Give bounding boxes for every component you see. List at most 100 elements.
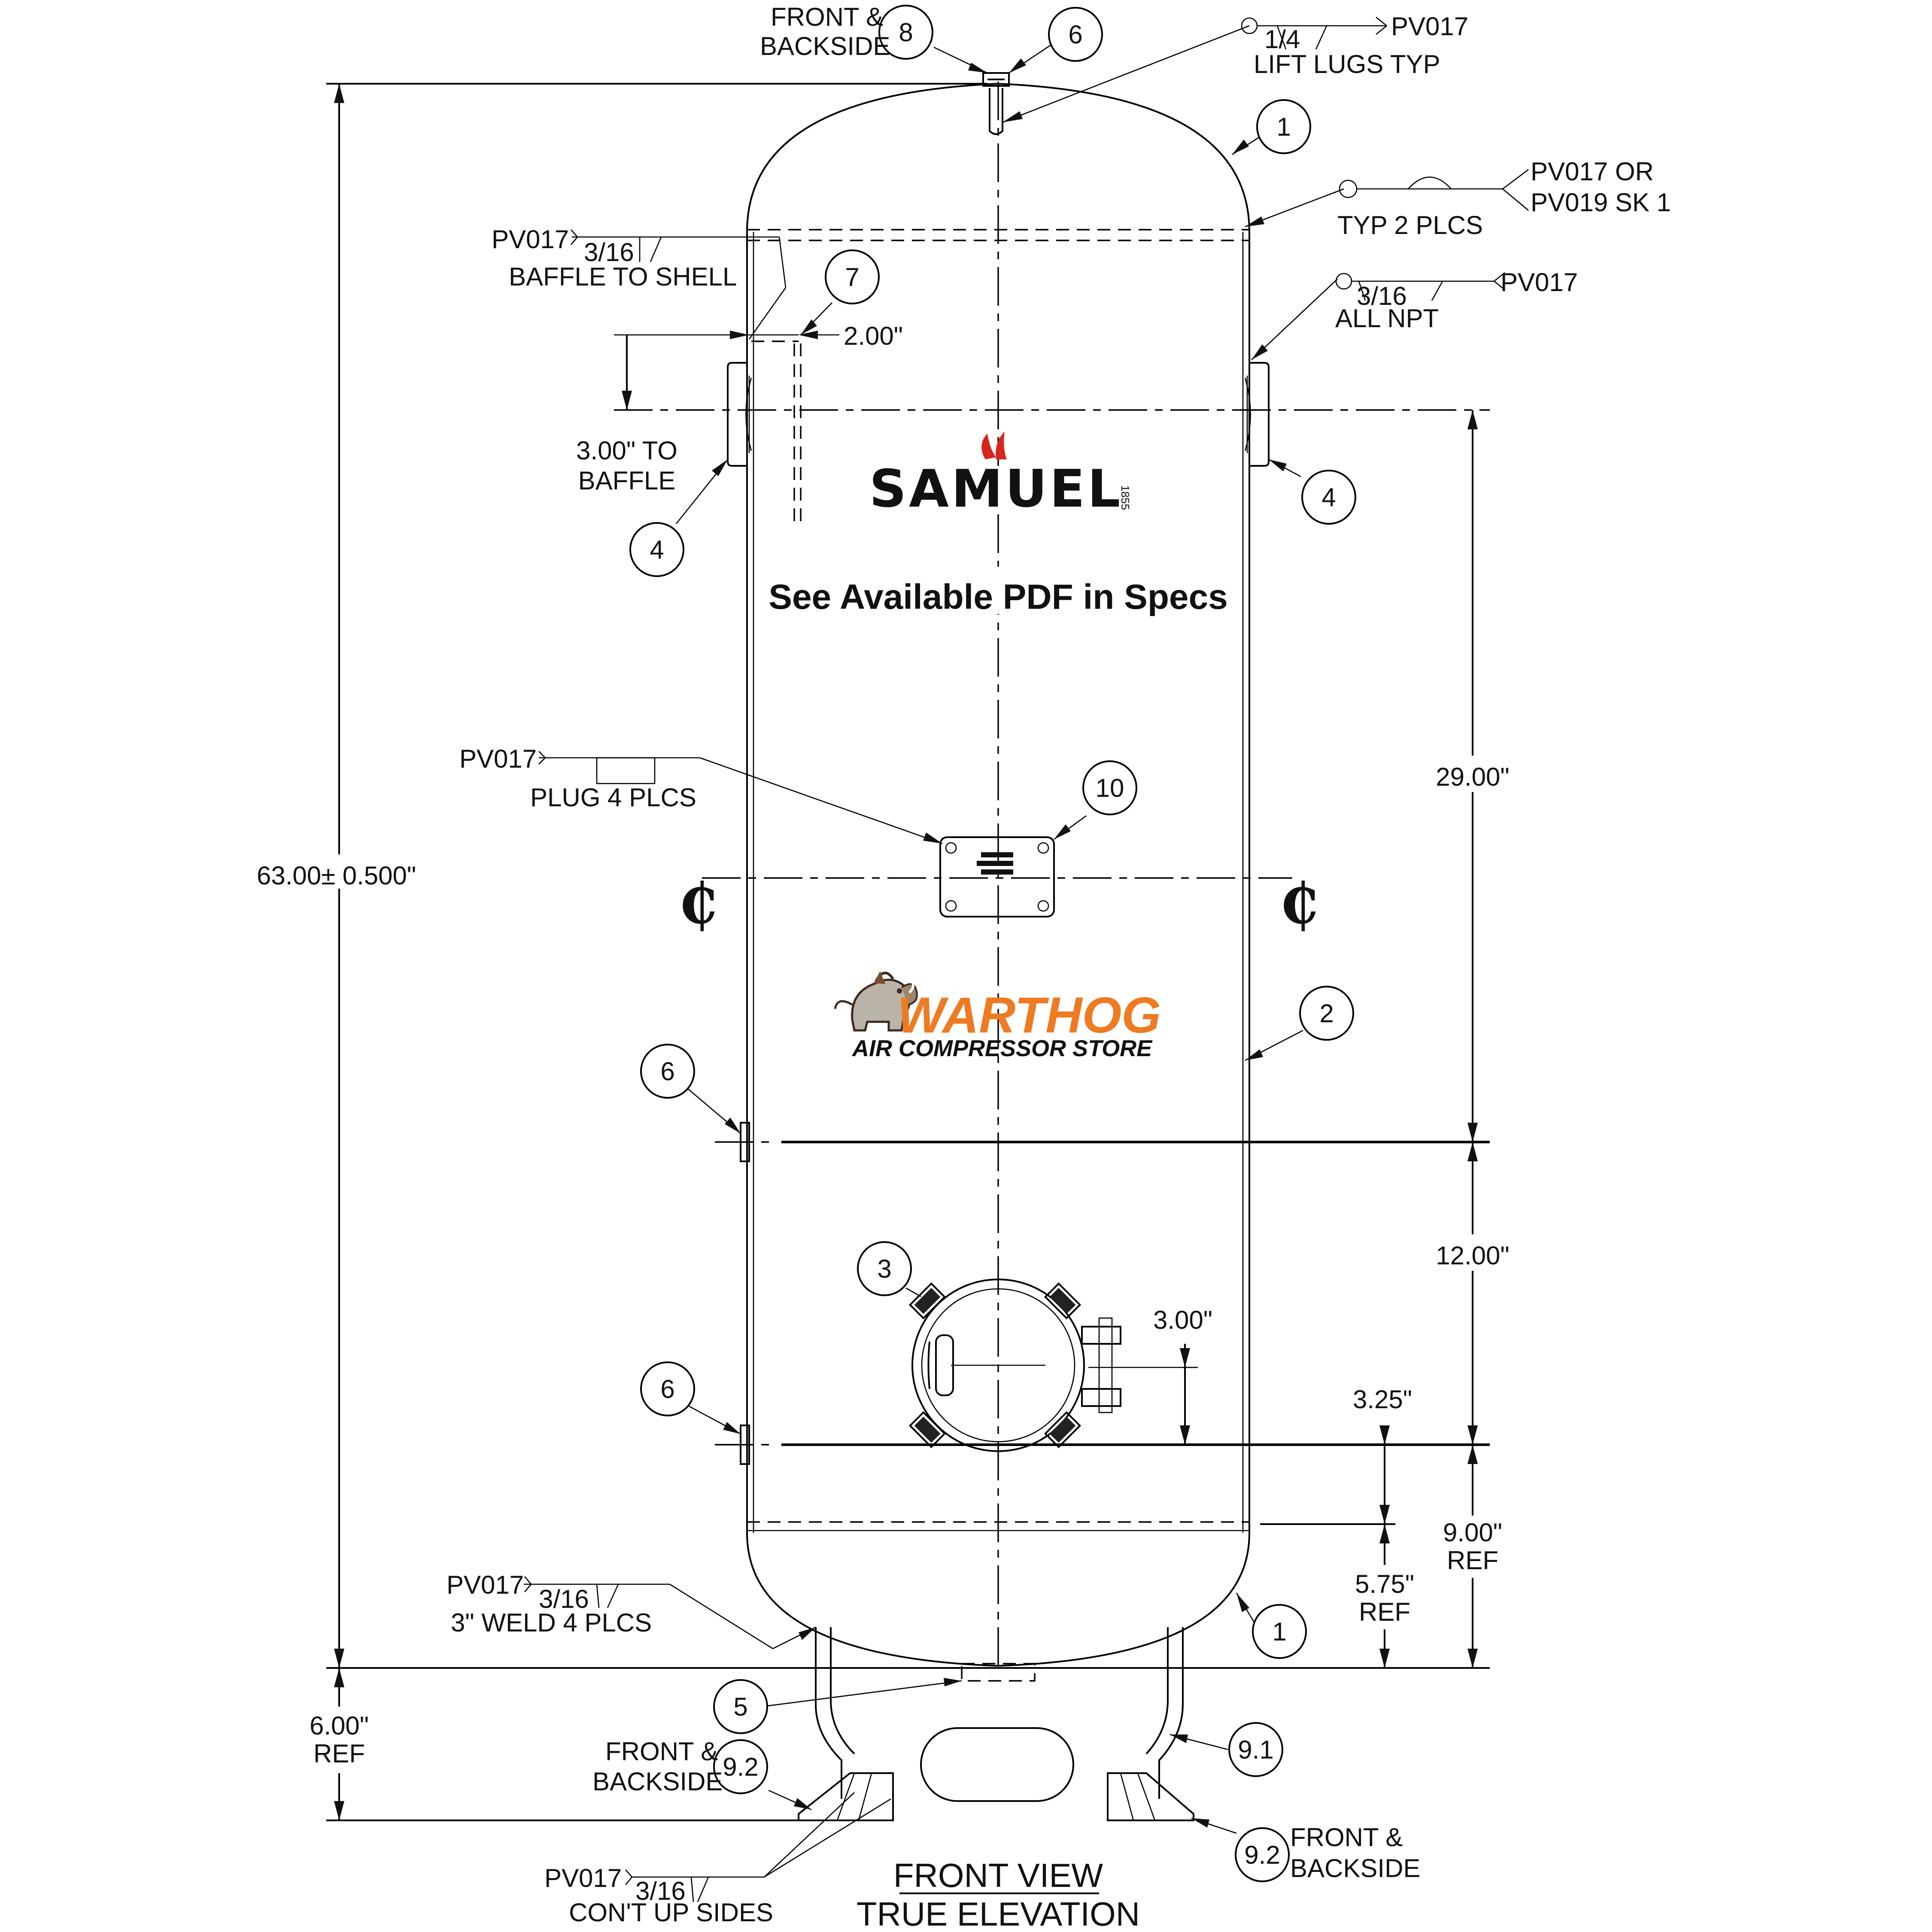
dim-12-value: 12.00" <box>1436 1241 1509 1270</box>
dimension-12 <box>1467 1142 1478 1445</box>
dimension-2 <box>730 331 839 339</box>
warthog-tagline: AIR COMPRESSOR STORE <box>851 1036 1153 1061</box>
centerline-symbol-left: ₵ <box>678 871 717 936</box>
plug-note: PLUG 4 PLCS <box>530 783 696 812</box>
view-title-line2: TRUE ELEVATION <box>857 1895 1140 1932</box>
dim-3-baffle-line2: BAFFLE <box>578 466 676 495</box>
bubble-6-top: 6 <box>1048 7 1103 62</box>
dim-3-baffle-line1: 3.00" TO <box>576 436 677 465</box>
specs-notice: See Available PDF in Specs <box>769 577 1227 617</box>
dim-3-manway-value: 3.00" <box>1153 1306 1212 1334</box>
bubble-6-low: 6 <box>640 1361 695 1416</box>
view-title-line1: FRONT VIEW <box>893 1856 1103 1894</box>
lift-lug-note: LIFT LUGS TYP <box>1254 50 1440 79</box>
baffle-size: 3/16 <box>584 238 634 267</box>
svg-text:2: 2 <box>1319 999 1334 1028</box>
half-coupling-lower <box>740 1425 750 1465</box>
right-front-backside-line1: FRONT & <box>1290 1823 1403 1852</box>
top-front-backside-line2: BACKSIDE <box>760 32 890 61</box>
bubble-2: 2 <box>1299 986 1354 1041</box>
dim-6-value: 6.00" <box>310 1711 369 1740</box>
dimension-overall-text: 63.00± 0.500" <box>257 861 416 890</box>
lift-lug-pv: PV017 <box>1391 12 1468 41</box>
callout-texts: FRONT & BACKSIDE PV017 1/4 LIFT LUGS TYP… <box>447 3 1671 1927</box>
svg-text:7: 7 <box>845 263 859 292</box>
dim-9-value: 9.00" <box>1443 1518 1502 1547</box>
left-front-backside-line1: FRONT & <box>605 1737 718 1766</box>
svg-text:4: 4 <box>650 535 664 564</box>
leaders <box>524 25 1344 1878</box>
base-feet <box>798 1772 1194 1821</box>
svg-text:9.2: 9.2 <box>1244 1841 1280 1869</box>
drain-coupling-item-5 <box>961 1663 1036 1682</box>
lift-lug <box>989 88 1003 135</box>
bubble-10: 10 <box>1082 760 1137 815</box>
right-front-backside-line2: BACKSIDE <box>1290 1854 1420 1883</box>
dim-5-75-value: 5.75" <box>1355 1570 1414 1598</box>
centerline-symbol-right: ₵ <box>1279 871 1318 936</box>
samuel-year: 1855 <box>1119 485 1132 510</box>
baffle-pv: PV017 <box>492 225 569 254</box>
weld-symbols <box>524 16 1529 1902</box>
svg-text:1: 1 <box>1276 112 1291 141</box>
svg-text:1: 1 <box>1272 1617 1286 1646</box>
manway-item-3 <box>908 1279 1198 1452</box>
bubble-4-left: 4 <box>629 522 684 577</box>
svg-text:9.1: 9.1 <box>1238 1735 1273 1764</box>
npt-pv: PV017 <box>1501 268 1578 297</box>
view-title: FRONT VIEW TRUE ELEVATION <box>857 1856 1140 1932</box>
dimension-3-manway <box>1180 1344 1198 1445</box>
side-coupling-right <box>1244 362 1270 467</box>
weld-size: 3/16 <box>539 1585 589 1613</box>
svg-text:6: 6 <box>1068 20 1082 49</box>
bubble-1-bottom: 1 <box>1252 1604 1307 1659</box>
svg-text:6: 6 <box>660 1375 674 1403</box>
weld-pv: PV017 <box>447 1571 524 1599</box>
dim-6-ref: REF <box>313 1739 365 1768</box>
warthog-wordmark: WARTHOG <box>897 987 1161 1044</box>
warthog-mascot-icon <box>834 971 918 1032</box>
weld-note: 3" WELD 4 PLCS <box>451 1608 652 1637</box>
half-coupling-upper <box>740 1122 750 1162</box>
svg-text:6: 6 <box>660 1057 674 1086</box>
skirt-support <box>815 1627 1184 1802</box>
samuel-wordmark: SAMUEL <box>869 459 1123 519</box>
cont-pv: PV017 <box>544 1864 622 1893</box>
svg-text:5: 5 <box>733 1692 747 1721</box>
bubble-5: 5 <box>713 1679 768 1734</box>
skirt-access-opening <box>920 1727 1074 1802</box>
svg-text:8: 8 <box>899 18 913 47</box>
typ-pv-line1: PV017 OR <box>1531 157 1654 186</box>
samuel-logo: SAMUEL 1855 <box>869 431 1132 519</box>
plug-pv: PV017 <box>459 744 537 773</box>
svg-text:3: 3 <box>877 1255 891 1283</box>
bubble-9-2-right: 9.2 <box>1235 1827 1290 1882</box>
baffle-note: BAFFLE TO SHELL <box>509 262 737 291</box>
bubble-1-top: 1 <box>1256 99 1311 154</box>
bubble-3: 3 <box>857 1241 912 1296</box>
bubble-9-1: 9.1 <box>1228 1722 1283 1777</box>
dim-2-value: 2.00" <box>844 322 903 350</box>
typ-pv-line2: PV019 SK 1 <box>1531 188 1671 217</box>
bubble-4-right: 4 <box>1301 470 1356 525</box>
lift-lug-size: 1/4 <box>1264 25 1300 54</box>
bubble-9-2-left: 9.2 <box>713 1739 768 1794</box>
npt-note: ALL NPT <box>1335 304 1439 333</box>
bubble-6-mid: 6 <box>640 1044 695 1099</box>
cont-note: CON'T UP SIDES <box>569 1898 773 1927</box>
warthog-logo: WARTHOG AIR COMPRESSOR STORE <box>834 971 1161 1061</box>
side-coupling-left <box>727 362 752 467</box>
svg-text:10: 10 <box>1096 774 1124 802</box>
cont-size: 3/16 <box>635 1877 686 1905</box>
svg-text:9.2: 9.2 <box>723 1753 758 1781</box>
dimension-3-25-and-5-75 <box>1379 1425 1390 1668</box>
bubble-7: 7 <box>825 249 880 304</box>
flame-icon <box>981 434 996 459</box>
npt-size: 3/16 <box>1357 282 1407 310</box>
left-front-backside-line2: BACKSIDE <box>592 1767 723 1796</box>
dimension-3-to-baffle <box>622 335 632 410</box>
svg-text:4: 4 <box>1321 483 1336 512</box>
dim-3-25-value: 3.25" <box>1353 1385 1412 1414</box>
nameplate-item-10 <box>939 836 1055 917</box>
